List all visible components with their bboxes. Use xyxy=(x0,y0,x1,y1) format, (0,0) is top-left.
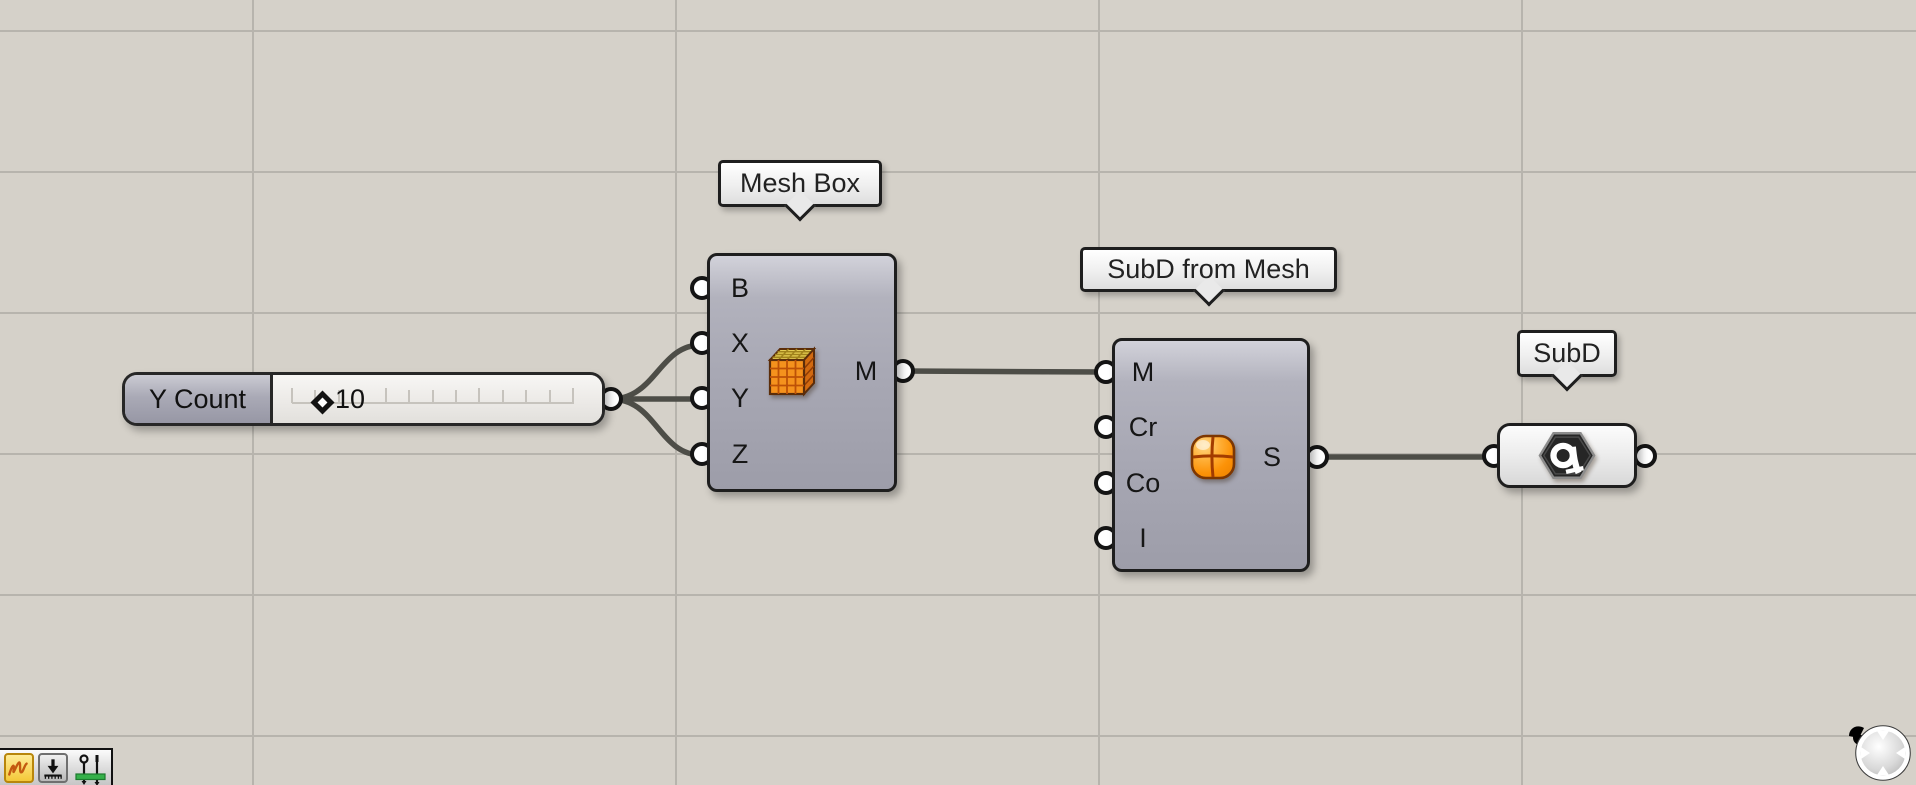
canvas-navigation-ball[interactable] xyxy=(1847,719,1913,785)
subd-param-component[interactable] xyxy=(1497,423,1637,488)
preview-download-icon xyxy=(44,759,62,779)
meshbox-input-x-label: X xyxy=(730,328,749,358)
slider-name-label: Y Count xyxy=(125,375,273,423)
navigation-arrows xyxy=(1861,731,1905,775)
meshbox-output-m-label: M xyxy=(854,356,878,386)
meshbox-input-y-label: Y xyxy=(730,383,749,413)
subd-input-m-label: M xyxy=(1131,357,1155,387)
wire-meshbox-to-subd[interactable] xyxy=(898,368,1108,375)
canvas-toolbar xyxy=(0,748,113,785)
meshbox-name-text: Mesh Box xyxy=(739,168,861,198)
subd-input-i-label: I xyxy=(1139,523,1147,553)
wire-slider-to-z[interactable] xyxy=(608,396,704,458)
wire-slider-to-x[interactable] xyxy=(608,342,704,402)
subd-from-mesh-component[interactable]: M Cr Co I S xyxy=(1112,338,1310,572)
slider-widget-button[interactable] xyxy=(73,751,109,785)
slider-value: 10 xyxy=(335,384,366,414)
meshbox-name-tag[interactable]: Mesh Box xyxy=(718,160,882,207)
meshbox-input-z-label: Z xyxy=(731,439,749,469)
mesh-cube-icon xyxy=(767,346,817,397)
number-slider[interactable]: Y Count 10 xyxy=(122,372,605,426)
meshbox-input-b-label: B xyxy=(730,273,749,303)
subd-input-cr-label: Cr xyxy=(1128,412,1158,442)
preview-download-button[interactable] xyxy=(38,753,68,783)
subd-input-co-label: Co xyxy=(1125,468,1161,498)
subd-quad-icon xyxy=(1190,434,1236,480)
subd-from-mesh-name-tag[interactable]: SubD from Mesh xyxy=(1080,247,1337,292)
subd-param-name-tag[interactable]: SubD xyxy=(1517,330,1617,377)
subd-from-mesh-name-text: SubD from Mesh xyxy=(1107,254,1310,284)
subd-hexagon-icon xyxy=(1538,432,1596,479)
meshbox-component[interactable]: B X Y Z M xyxy=(707,253,897,492)
number-pins-icon xyxy=(75,754,106,785)
subd-param-name-text: SubD xyxy=(1533,338,1601,368)
sketch-tool-button[interactable] xyxy=(4,753,34,783)
slider-ruler xyxy=(291,388,574,404)
sketch-icon xyxy=(8,761,28,776)
subd-output-s-label: S xyxy=(1262,442,1281,472)
slider-track[interactable]: 10 xyxy=(273,375,602,423)
